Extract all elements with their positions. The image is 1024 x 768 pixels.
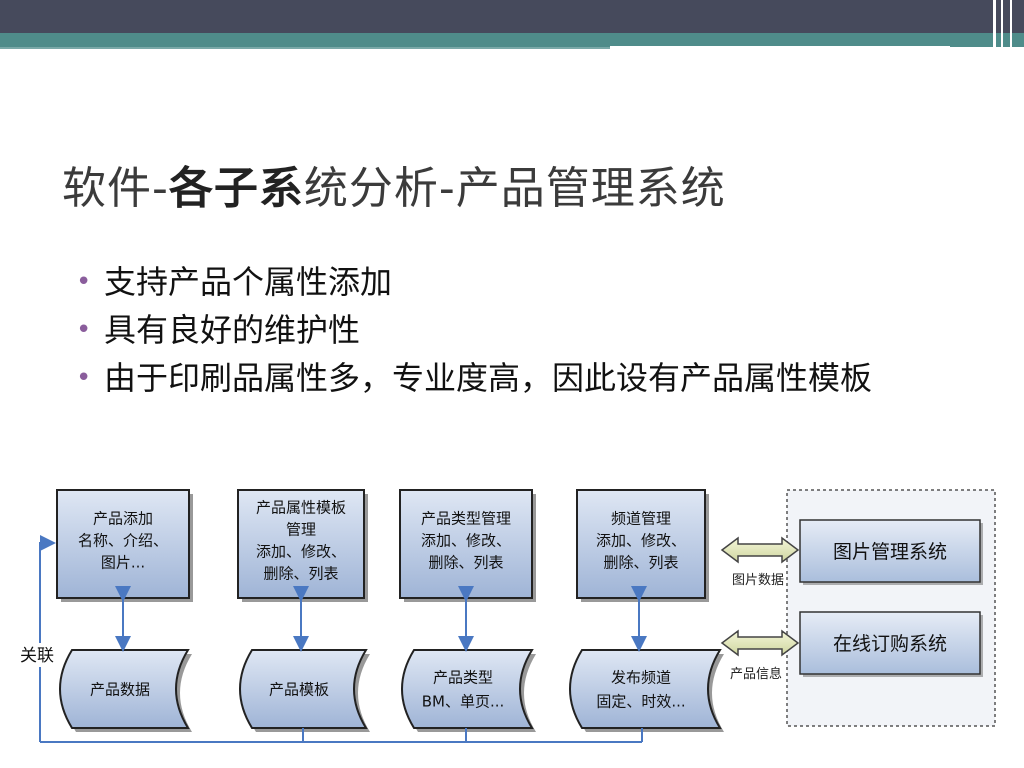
box-text-line: 名称、介绍、: [78, 531, 168, 549]
association-line: [39, 535, 56, 742]
box-text-line: BM、单页...: [422, 692, 505, 710]
box-text-line: 产品类型管理: [421, 509, 511, 527]
box-text-line: 添加、修改、: [256, 542, 346, 560]
vertical-arrows: [115, 586, 647, 652]
link-label: 关联: [20, 646, 54, 666]
banner-stripe: [1010, 0, 1012, 70]
box-text-line: 删除、列表: [603, 553, 678, 571]
double-arrow-icon: [720, 536, 800, 564]
process-box: [576, 489, 706, 599]
double-arrow-icon: [720, 629, 800, 657]
data-store: [59, 649, 190, 729]
box-text-line: 管理: [286, 520, 316, 538]
process-box: [56, 489, 190, 599]
banner-stripe: [1001, 0, 1003, 70]
association-lines: [39, 535, 643, 743]
bullet-list: 支持产品个属性添加 具有良好的维护性 由于印刷品属性多，专业度高，因此设有产品属…: [76, 258, 956, 402]
box-text-line: 频道管理: [611, 509, 671, 527]
data-store: [569, 649, 722, 729]
banner-stripe: [993, 0, 996, 70]
banner-stripe: [610, 62, 830, 64]
teal-band: [0, 33, 1024, 47]
box-text-line: 产品属性模板: [256, 498, 346, 516]
bullet-item: 由于印刷品属性多，专业度高，因此设有产品属性模板: [76, 354, 956, 402]
box-text-line: 产品添加: [93, 509, 153, 527]
external-system-box: [799, 611, 981, 675]
link-label-bg: [14, 643, 60, 667]
data-stores: 产品数据 产品模板 产品类型 BM、单页... 发布频道固定、时效...: [59, 649, 724, 732]
top-boxes: 产品添加名称、介绍、图片...产品属性模板管理添加、修改、删除、列表产品类型管理…: [56, 489, 709, 602]
title-part: 统分析-产品管理系统: [303, 163, 726, 214]
box-text-line: 产品数据: [90, 680, 150, 698]
box-text-line: 产品类型: [433, 668, 493, 686]
box-text-line: 发布频道: [611, 668, 671, 686]
data-store: [239, 649, 368, 729]
box-text-line: 删除、列表: [428, 553, 503, 571]
box-text-line: 产品模板: [269, 680, 329, 698]
data-store: [401, 649, 534, 729]
box-text-line: 删除、列表: [263, 564, 338, 582]
arrow-label-product-info: 产品信息: [730, 666, 782, 682]
external-system-box: [799, 519, 981, 583]
bullet-item: 支持产品个属性添加: [76, 258, 956, 306]
teal-line: [0, 47, 610, 49]
top-banner: [0, 0, 1024, 33]
banner-stripe: [610, 53, 1020, 55]
external-system-label: 图片管理系统: [833, 541, 947, 563]
box-text-line: 固定、时效...: [596, 692, 685, 710]
title-part: 软件-: [62, 163, 169, 214]
slide-title: 软件-各子系统分析-产品管理系统: [62, 152, 726, 216]
external-system-label: 在线订购系统: [833, 633, 947, 655]
arrow-label-image-data: 图片数据: [732, 573, 784, 588]
double-arrows: [720, 536, 800, 657]
box-text-line: 图片...: [101, 553, 145, 571]
box-text-line: 添加、修改、: [421, 531, 511, 549]
process-box: [237, 489, 365, 599]
title-part-bold: 各子系: [168, 163, 304, 214]
box-text-line: 添加、修改、: [596, 531, 686, 549]
banner-stripe: [610, 46, 950, 49]
bullet-item: 具有良好的维护性: [76, 306, 956, 354]
